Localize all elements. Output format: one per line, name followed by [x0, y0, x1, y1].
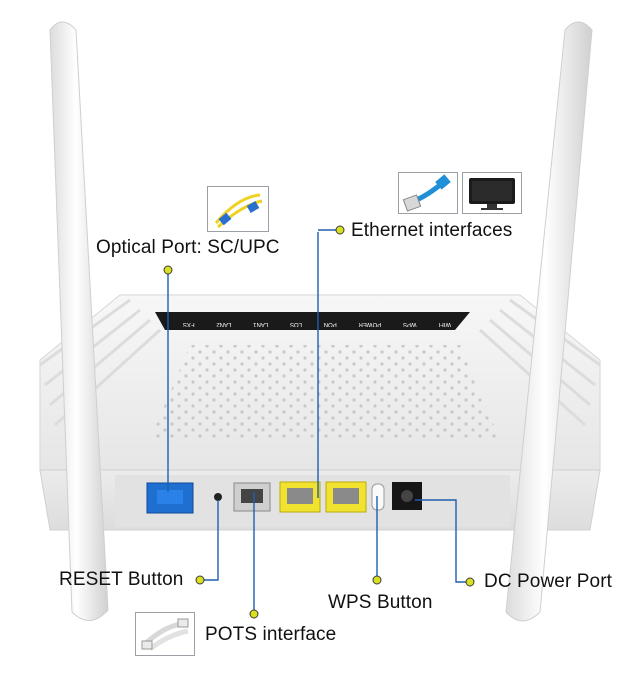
phone-cord-icon	[135, 612, 195, 656]
wps-button-label: WPS Button	[328, 592, 433, 613]
indicator-strip	[155, 312, 470, 330]
router-front-panel	[39, 469, 601, 531]
ethernet-cable-icon	[398, 172, 458, 214]
monitor-icon	[462, 172, 522, 214]
indicator-lan1: LAN1	[253, 321, 269, 327]
indicator-wifi: WIFI	[438, 321, 452, 327]
reset-hole	[214, 493, 222, 501]
optical-port-label: Optical Port: SC/UPC	[96, 237, 280, 258]
ethernet-interfaces-label: Ethernet interfaces	[351, 220, 513, 241]
indicator-wps: WPS	[402, 321, 417, 327]
wps-switch	[371, 483, 385, 511]
reset-button-label: RESET Button	[59, 569, 184, 590]
callout-dots	[163, 225, 475, 619]
leader-lines	[167, 229, 466, 612]
indicator-pon: PON	[323, 321, 337, 327]
indicator-labels: WIFI WPS POWER PON LOS LAN1 LAN2 FXS	[172, 315, 462, 327]
indicator-fxs: FXS	[182, 321, 195, 327]
pots-interface-label: POTS interface	[205, 624, 337, 645]
indicator-los: LOS	[289, 321, 302, 327]
indicator-power: POWER	[358, 321, 382, 327]
antenna-left	[49, 21, 109, 621]
fiber-patch-cord-icon	[207, 186, 269, 232]
dc-power-port-label: DC Power Port	[484, 571, 613, 592]
antenna-right	[505, 21, 593, 622]
indicator-lan2: LAN2	[216, 321, 232, 327]
